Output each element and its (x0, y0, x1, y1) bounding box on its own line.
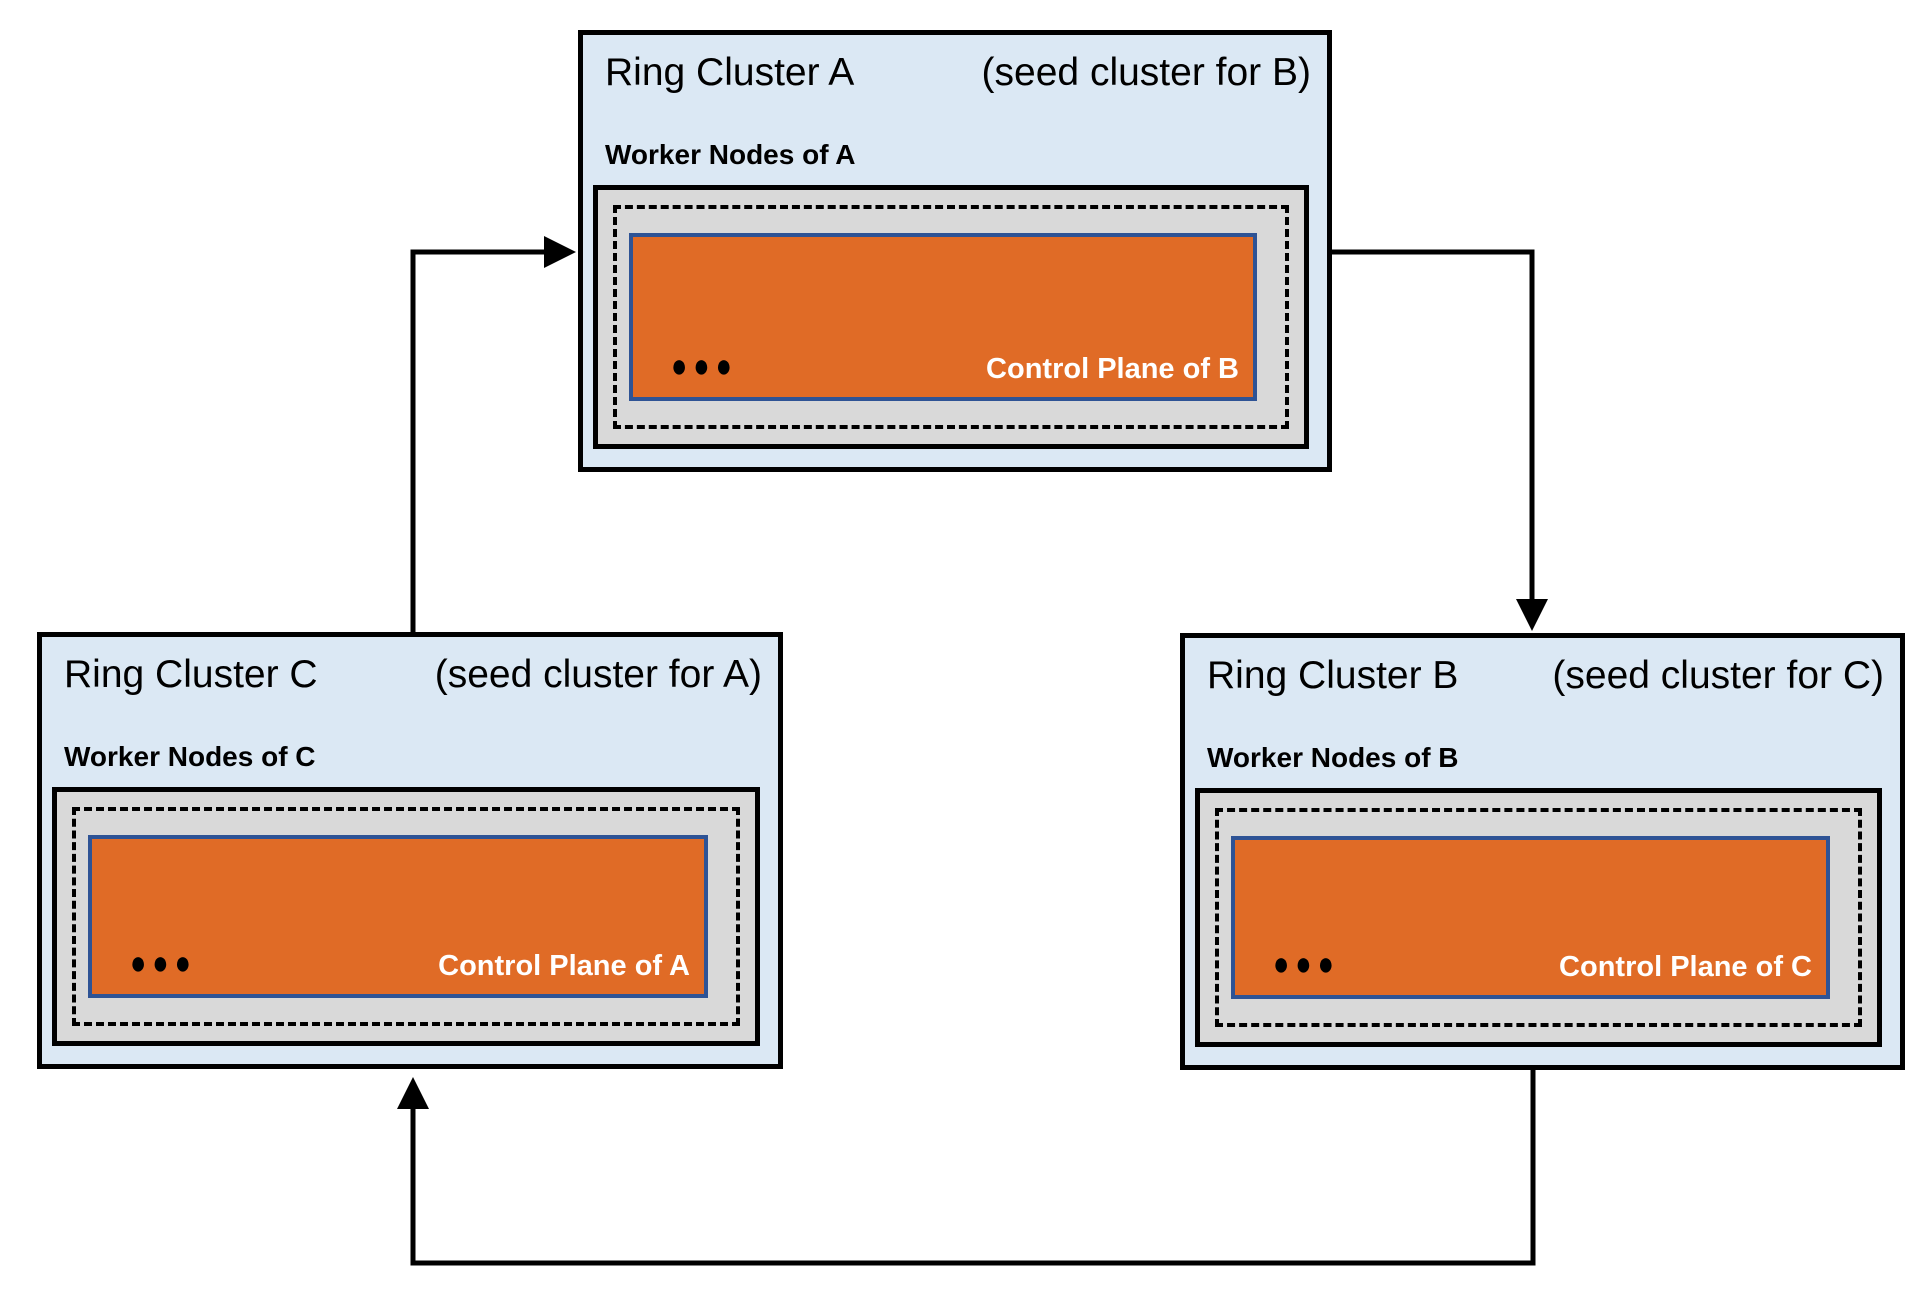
cluster-c-name: Ring Cluster C (64, 653, 318, 696)
cluster-a-dashed-boundary: ●●● Control Plane of B (613, 205, 1289, 429)
arrow-c-to-a (410, 236, 576, 632)
cluster-c-worker-nodes-box: ●●● Control Plane of A (52, 787, 760, 1046)
cluster-b-worker-nodes-box: ●●● Control Plane of C (1195, 788, 1882, 1047)
cluster-c-worker-nodes-label: Worker Nodes of C (64, 741, 316, 772)
cluster-a-title: Ring Cluster A (seed cluster for B) (605, 51, 1311, 96)
cluster-c: Ring Cluster C (seed cluster for A) Work… (37, 632, 783, 1069)
cluster-a-name: Ring Cluster A (605, 51, 855, 94)
cluster-b-title: Ring Cluster B (seed cluster for C) (1207, 654, 1884, 699)
cluster-b: Ring Cluster B (seed cluster for C) Work… (1180, 633, 1905, 1070)
cluster-c-dashed-boundary: ●●● Control Plane of A (72, 807, 740, 1026)
arrow-a-to-b (1332, 249, 1548, 631)
cluster-b-dashed-boundary: ●●● Control Plane of C (1215, 808, 1862, 1027)
ellipsis-dots-icon: ●●● (1273, 944, 1340, 983)
cluster-b-name: Ring Cluster B (1207, 654, 1459, 697)
cluster-a-worker-nodes-box: ●●● Control Plane of B (593, 185, 1309, 449)
cluster-c-hosted-control-plane-label: Control Plane of A (438, 950, 690, 983)
arrow-b-to-c (397, 1070, 1536, 1266)
cluster-c-hosted-control-plane-box: ●●● Control Plane of A (88, 835, 708, 998)
cluster-a-hosted-control-plane-box: ●●● Control Plane of B (629, 233, 1257, 401)
cluster-a: Ring Cluster A (seed cluster for B) Work… (578, 30, 1332, 472)
cluster-a-worker-nodes-label: Worker Nodes of A (605, 139, 856, 170)
ellipsis-dots-icon: ●●● (130, 943, 197, 982)
cluster-b-role: (seed cluster for C) (1552, 654, 1884, 697)
ellipsis-dots-icon: ●●● (671, 346, 738, 385)
cluster-b-worker-nodes-label: Worker Nodes of B (1207, 742, 1459, 773)
cluster-b-hosted-control-plane-label: Control Plane of C (1559, 951, 1812, 984)
cluster-b-hosted-control-plane-box: ●●● Control Plane of C (1231, 836, 1830, 999)
cluster-c-title: Ring Cluster C (seed cluster for A) (64, 653, 762, 698)
cluster-c-role: (seed cluster for A) (434, 653, 762, 696)
cluster-a-role: (seed cluster for B) (981, 51, 1311, 94)
cluster-a-hosted-control-plane-label: Control Plane of B (986, 353, 1239, 386)
